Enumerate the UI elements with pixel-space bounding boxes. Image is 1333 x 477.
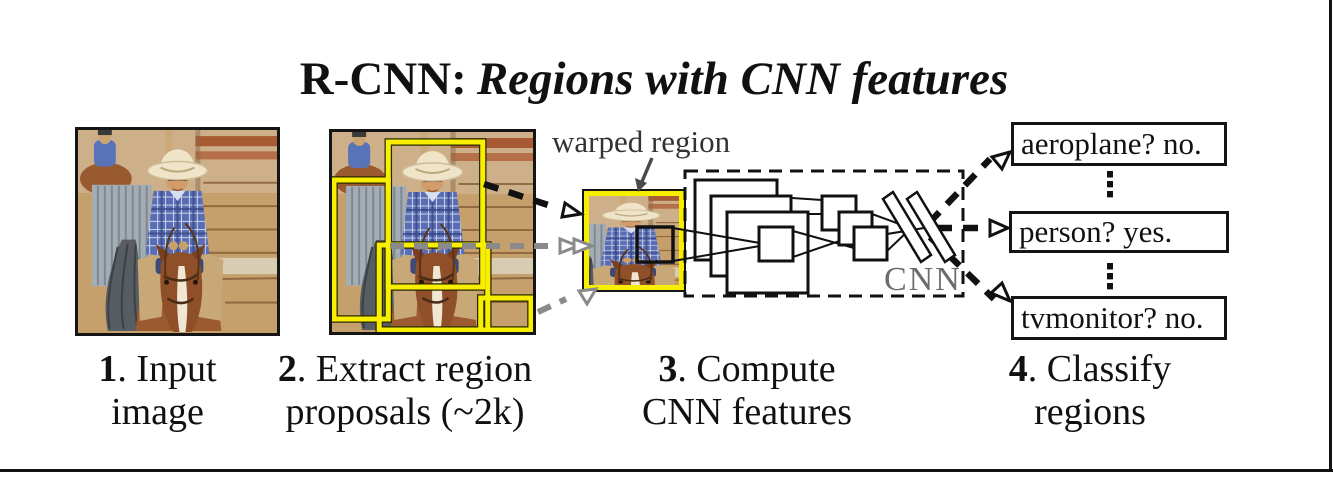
class-result-person: person? yes. — [1009, 211, 1229, 253]
warped-region-image — [582, 189, 686, 292]
frame-border-bottom — [0, 469, 1333, 472]
step-4-line2: regions — [1034, 390, 1146, 433]
cnn-fc-layers — [881, 190, 957, 264]
step-2-line2: proposals (~2k) — [285, 390, 525, 433]
step-4-number: 4 — [1008, 348, 1028, 390]
cnn-projection-lines-1 — [672, 227, 778, 262]
region-proposals-photo — [332, 132, 533, 332]
step-label-3: 3. Compute CNN features — [582, 348, 912, 433]
frame-border-right — [1329, 0, 1332, 472]
cnn-inner-box — [757, 225, 795, 263]
input-image — [75, 127, 280, 336]
warped-region-label: warped region — [552, 124, 731, 159]
warped-label-arrow — [635, 157, 654, 192]
cnn-projection-lines-2 — [791, 197, 855, 258]
step-3-line2: CNN features — [642, 390, 852, 433]
step-label-2: 2. Extract region proposals (~2k) — [240, 348, 570, 433]
cnn-feature-maps — [693, 178, 810, 295]
step-1-line2: image — [111, 390, 204, 433]
step-4-text: . Classify — [1027, 348, 1172, 390]
step-1-text: . Input — [117, 348, 217, 390]
cnn-mid-maps — [820, 194, 889, 262]
ellipsis-bottom: ⋮ — [1093, 257, 1127, 297]
class-result-aeroplane: aeroplane? no. — [1011, 122, 1227, 166]
warped-region-photo — [589, 196, 679, 285]
cnn-label: CNN — [884, 261, 962, 298]
figure-title-prefix: R-CNN: — [299, 53, 467, 105]
step-1-number: 1 — [98, 348, 118, 390]
region-proposals-image — [329, 129, 536, 335]
cnn-projection-lines-3 — [871, 213, 925, 252]
step-label-1: 1. Input image — [60, 348, 255, 433]
class-result-tvmonitor: tvmonitor? no. — [1011, 296, 1227, 340]
step-3-number: 3 — [658, 348, 678, 390]
figure-title: R-CNN:Regions with CNN features — [0, 52, 1308, 106]
step-2-number: 2 — [277, 348, 297, 390]
figure-title-rest: Regions with CNN features — [476, 53, 1009, 105]
step-label-4: 4. Classify regions — [955, 348, 1225, 433]
step-3-text: . Compute — [677, 348, 836, 390]
input-image-photo — [78, 130, 277, 333]
step-2-text: . Extract region — [296, 348, 533, 390]
ellipsis-top: ⋮ — [1093, 165, 1127, 205]
